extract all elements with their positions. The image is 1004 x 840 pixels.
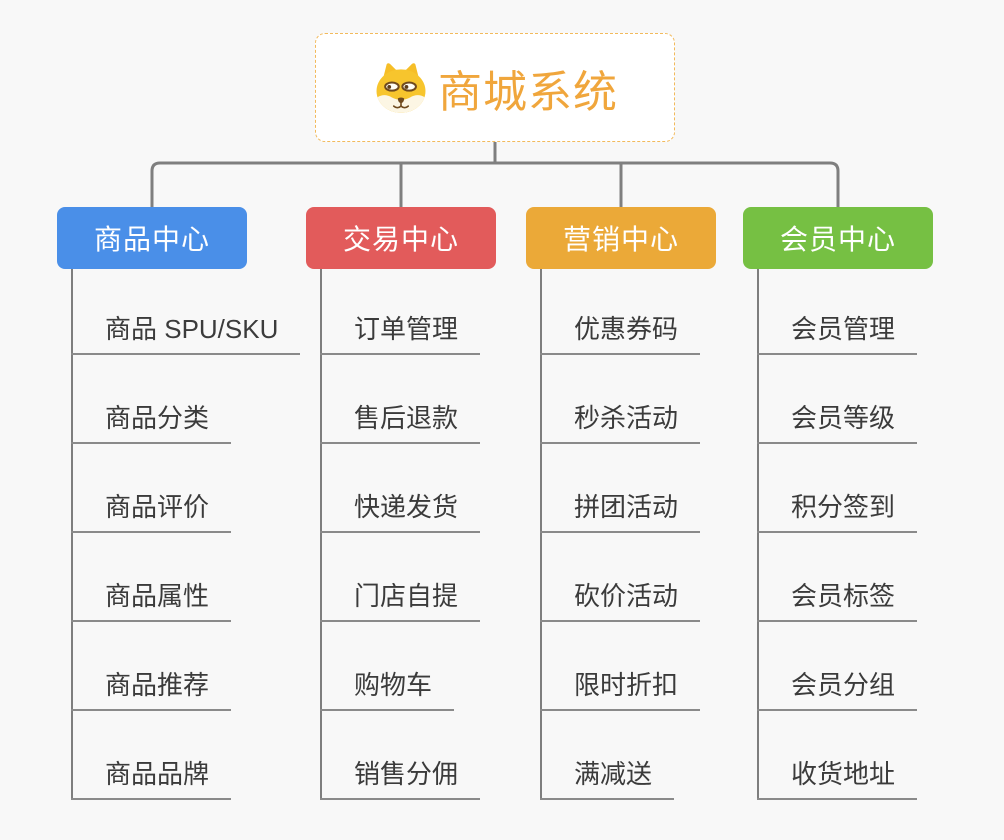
mindmap-item: 售后退款 <box>320 355 481 444</box>
branch-marketing-center: 营销中心 优惠券码 秒杀活动 拼团活动 砍价活动 限时折扣 满减送 <box>526 207 716 800</box>
branch-product-center: 商品中心 商品 SPU/SKU 商品分类 商品评价 商品属性 商品推荐 商品品牌 <box>57 207 301 800</box>
mindmap-item: 快递发货 <box>320 444 481 533</box>
item-label[interactable]: 商品属性 <box>71 576 232 622</box>
mindmap-item: 商品评价 <box>71 444 300 533</box>
mindmap-item: 优惠券码 <box>540 266 701 355</box>
branch-trade-center: 交易中心 订单管理 售后退款 快递发货 门店自提 购物车 销售分佣 <box>306 207 496 800</box>
mindmap-item: 商品推荐 <box>71 622 300 711</box>
mindmap-item: 商品 SPU/SKU <box>71 266 301 355</box>
item-label[interactable]: 会员分组 <box>757 665 918 711</box>
shiba-dog-icon <box>372 61 430 114</box>
mindmap-item: 商品分类 <box>71 355 300 444</box>
item-label[interactable]: 商品分类 <box>71 398 232 444</box>
mindmap-item: 积分签到 <box>757 444 918 533</box>
mindmap-item: 商品品牌 <box>71 711 300 800</box>
mindmap-item: 秒杀活动 <box>540 355 701 444</box>
item-label[interactable]: 积分签到 <box>757 487 918 533</box>
branch-header-trade-center[interactable]: 交易中心 <box>306 207 496 269</box>
branch-items: 订单管理 售后退款 快递发货 门店自提 购物车 销售分佣 <box>320 266 481 800</box>
mindmap-item: 购物车 <box>320 622 480 711</box>
item-label[interactable]: 售后退款 <box>320 398 481 444</box>
item-label[interactable]: 砍价活动 <box>540 576 701 622</box>
item-label[interactable]: 限时折扣 <box>540 665 701 711</box>
item-label[interactable]: 收货地址 <box>757 754 918 800</box>
mindmap-item: 砍价活动 <box>540 533 701 622</box>
mindmap-item: 会员标签 <box>757 533 918 622</box>
mindmap-item: 收货地址 <box>757 711 918 800</box>
mindmap-item: 拼团活动 <box>540 444 701 533</box>
branch-trunk-line <box>71 269 73 800</box>
item-label[interactable]: 商品 SPU/SKU <box>71 309 301 355</box>
mindmap-item: 会员管理 <box>757 266 918 355</box>
root-node[interactable]: 商城系统 <box>315 33 675 142</box>
item-label[interactable]: 购物车 <box>320 665 455 711</box>
branch-items: 会员管理 会员等级 积分签到 会员标签 会员分组 收货地址 <box>757 266 918 800</box>
item-label[interactable]: 商品品牌 <box>71 754 232 800</box>
item-label[interactable]: 优惠券码 <box>540 309 701 355</box>
branch-items: 商品 SPU/SKU 商品分类 商品评价 商品属性 商品推荐 商品品牌 <box>71 266 301 800</box>
item-label[interactable]: 满减送 <box>540 754 675 800</box>
mindmap-item: 订单管理 <box>320 266 481 355</box>
item-label[interactable]: 快递发货 <box>320 487 481 533</box>
branch-trunk-line <box>320 269 322 800</box>
item-label[interactable]: 拼团活动 <box>540 487 701 533</box>
branch-trunk-line <box>540 269 542 800</box>
item-label[interactable]: 会员管理 <box>757 309 918 355</box>
mindmap-item: 会员分组 <box>757 622 918 711</box>
mindmap-item: 满减送 <box>540 711 700 800</box>
item-label[interactable]: 秒杀活动 <box>540 398 701 444</box>
mindmap-item: 限时折扣 <box>540 622 701 711</box>
item-label[interactable]: 会员等级 <box>757 398 918 444</box>
branch-header-member-center[interactable]: 会员中心 <box>743 207 933 269</box>
item-label[interactable]: 门店自提 <box>320 576 481 622</box>
branch-trunk-line <box>757 269 759 800</box>
branch-items: 优惠券码 秒杀活动 拼团活动 砍价活动 限时折扣 满减送 <box>540 266 701 800</box>
branch-member-center: 会员中心 会员管理 会员等级 积分签到 会员标签 会员分组 收货地址 <box>743 207 933 800</box>
root-title: 商城系统 <box>438 67 618 117</box>
item-label[interactable]: 商品推荐 <box>71 665 232 711</box>
branch-header-product-center[interactable]: 商品中心 <box>57 207 247 269</box>
mindmap-item: 门店自提 <box>320 533 481 622</box>
item-label[interactable]: 会员标签 <box>757 576 918 622</box>
mindmap-item: 商品属性 <box>71 533 300 622</box>
item-label[interactable]: 订单管理 <box>320 309 481 355</box>
item-label[interactable]: 商品评价 <box>71 487 232 533</box>
mindmap-item: 会员等级 <box>757 355 918 444</box>
branch-header-marketing-center[interactable]: 营销中心 <box>526 207 716 269</box>
mindmap-item: 销售分佣 <box>320 711 481 800</box>
item-label[interactable]: 销售分佣 <box>320 754 481 800</box>
